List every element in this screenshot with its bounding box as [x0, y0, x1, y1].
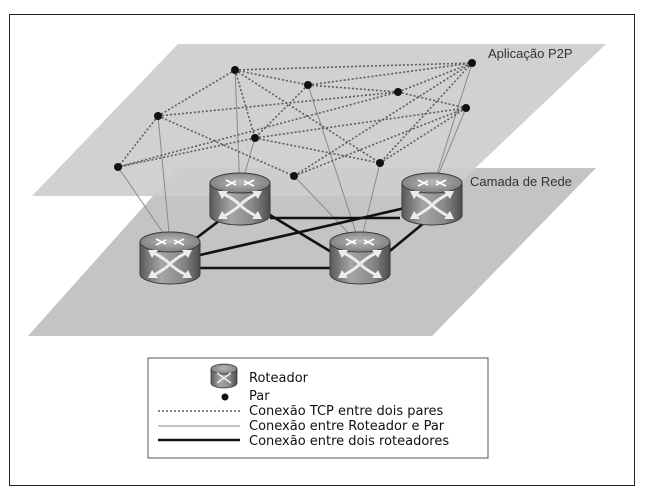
router-icon [328, 230, 392, 286]
peer-dot [154, 112, 162, 120]
peer-dot [251, 134, 259, 142]
tcp-connection [234, 69, 381, 164]
peer-dot [468, 59, 476, 67]
tcp-connection [117, 115, 159, 168]
router-peer-connection [157, 115, 171, 244]
router-peer-connection [359, 162, 381, 246]
tcp-connection [117, 91, 399, 168]
tcp-connection [157, 69, 236, 117]
router-icon [208, 171, 272, 227]
peer-dot [304, 81, 312, 89]
tcp-connection [157, 115, 295, 177]
router-router-connection [199, 206, 406, 257]
figure-frame [9, 14, 635, 486]
peer-dot [376, 159, 384, 167]
tcp-connection [379, 107, 467, 164]
tcp-connection [234, 69, 309, 86]
tcp-connection [117, 137, 256, 168]
router-router-connection [264, 210, 339, 258]
peers [114, 59, 476, 180]
tcp-connection [157, 91, 399, 117]
tcp-connection [307, 84, 399, 93]
legend-router-peer-label: Conexão entre Roteador e Par [249, 419, 445, 434]
peer-dot [394, 88, 402, 96]
router-peer-connection [117, 166, 171, 244]
tcp-connection [379, 62, 473, 164]
legend-router-router-label: Conexão entre dois roteadores [249, 434, 449, 449]
router-icon [138, 230, 202, 286]
peer-dot [231, 66, 239, 74]
router-icon [400, 171, 464, 227]
router-peer-connection [431, 62, 473, 191]
legend: Roteador Par Conexão TCP entre dois pare… [147, 357, 489, 459]
peer-dot [290, 172, 298, 180]
peer-dot [114, 163, 122, 171]
legend-peer-label: Par [249, 389, 270, 404]
legend-box [147, 357, 489, 459]
tcp-connection [397, 62, 473, 93]
tcp-connection [234, 62, 473, 71]
router-peer-connection [234, 69, 241, 191]
legend-peer-icon [221, 393, 229, 401]
legend-router-label: Roteador [249, 371, 309, 386]
tcp-connection [254, 137, 381, 164]
tcp-connection [307, 62, 473, 86]
tcp-connection [293, 107, 467, 177]
tcp-connection [254, 107, 467, 139]
router-router-connection [384, 220, 426, 257]
peer-dot [462, 104, 470, 112]
legend-router-icon [210, 363, 238, 389]
network-layer-label: Camada de Rede [470, 174, 572, 189]
p2p-layer-label: Aplicação P2P [488, 46, 573, 61]
tcp-connections [117, 62, 473, 177]
legend-tcp-label: Conexão TCP entre dois pares [249, 404, 444, 419]
tcp-connection [254, 84, 309, 139]
